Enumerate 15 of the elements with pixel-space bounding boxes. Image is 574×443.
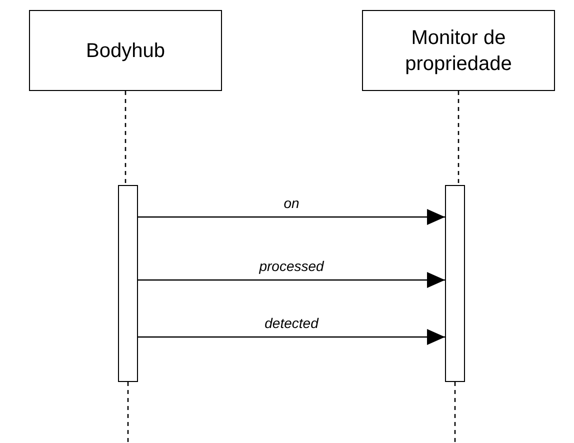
message-arrow	[138, 272, 445, 288]
message-arrow	[138, 329, 445, 345]
message-label: processed	[257, 258, 326, 274]
participant-name: Monitor de propriedade	[404, 26, 513, 76]
participant-box	[29, 10, 222, 91]
lifeline	[127, 382, 129, 443]
lifeline	[458, 91, 460, 185]
activation-bar	[118, 185, 138, 382]
lifeline	[454, 382, 456, 443]
lifeline	[124, 91, 126, 185]
message-arrow	[138, 209, 445, 225]
message-label: detected	[262, 315, 320, 331]
activation-bar	[445, 185, 465, 382]
participant-box	[362, 10, 555, 91]
participant-name: Bodyhub	[86, 38, 165, 64]
